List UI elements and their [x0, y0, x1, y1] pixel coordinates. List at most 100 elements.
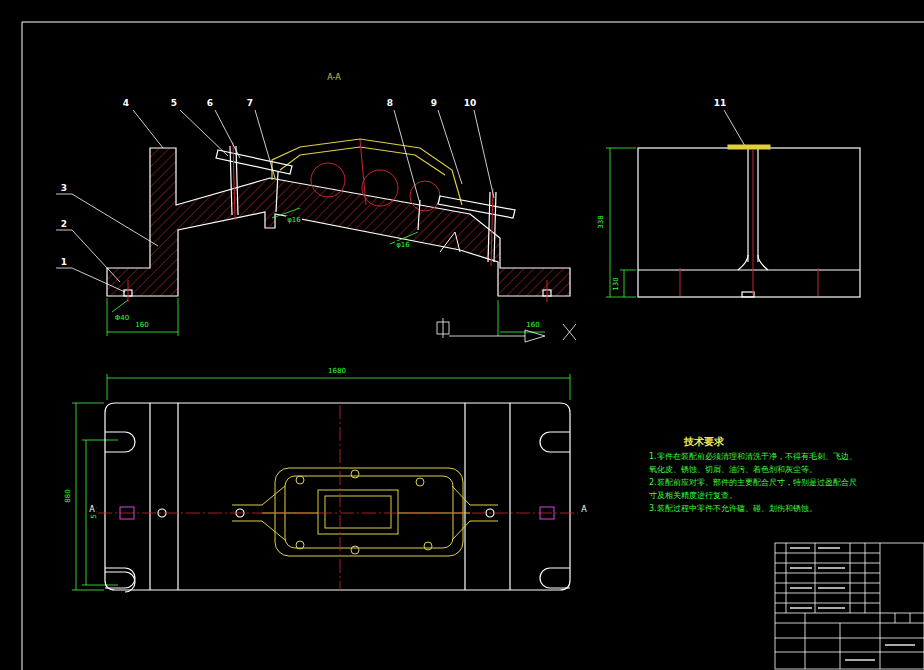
side-view-details [680, 150, 818, 296]
title-block-part-part [790, 587, 812, 589]
dimension-text: 130 [612, 276, 620, 291]
dimension-text: φ16 [286, 216, 302, 224]
callout-number: 6 [206, 98, 214, 108]
leader-lines-part [56, 194, 158, 246]
title-block-part [840, 623, 841, 669]
title-block-part-part [845, 659, 875, 661]
title-block-part [895, 613, 896, 623]
bearing-bores-part [362, 170, 398, 206]
title-block-part [790, 548, 915, 660]
side-view-part [638, 269, 860, 270]
workpiece-plan-part [318, 490, 398, 534]
bearing-bores-part [360, 140, 366, 205]
side-view-details-part [680, 268, 681, 296]
title-block-part [775, 583, 880, 584]
leader-lines-part [474, 110, 494, 198]
base-plate-plan-part [540, 432, 570, 452]
side-view-details-part [753, 150, 754, 295]
leader-lines-part [255, 110, 275, 178]
bolt-centerlines-part [491, 188, 493, 266]
datum-symbols-part [563, 324, 576, 340]
base-section [107, 148, 570, 296]
side-view-part [742, 292, 754, 297]
dimension-text: Φ40 [114, 314, 130, 322]
leader-lines-part [180, 110, 228, 156]
dimension-lines-part [178, 298, 179, 336]
base-plate-plan-part [177, 403, 178, 590]
clamp-straps-part [418, 200, 420, 230]
workpiece-plan-part [296, 541, 304, 549]
dimension-text: 160 [525, 321, 540, 329]
workpiece-plan-part [424, 542, 432, 550]
leader-lines-part [724, 110, 745, 146]
base-plate-plan-part [540, 568, 570, 588]
datum-symbols [437, 318, 576, 342]
dimension-text: 880 [64, 488, 72, 503]
datum-symbols-part [443, 318, 444, 338]
base-plate-plan-part [105, 403, 570, 590]
dimension-lines-part [72, 403, 104, 404]
title-block-part [910, 613, 911, 623]
title-block-part-part [818, 587, 845, 589]
title-block-part [775, 652, 924, 653]
callout-number: 1 [60, 257, 68, 267]
clamp-straps-part [276, 172, 278, 212]
note-line: 氧化皮、锈蚀、切屑、油污、着色剂和灰尘等。 [648, 465, 818, 474]
dimension-lines-part [606, 148, 636, 149]
sheet-border-part [22, 22, 23, 670]
section-markers-part [540, 507, 554, 519]
title-block-part [775, 563, 880, 564]
callout-number: 5 [170, 98, 178, 108]
notes-heading: 技术要求 [683, 436, 725, 448]
top-plate [728, 145, 770, 149]
dimension-text: 338 [597, 214, 605, 229]
datum-symbols-part [449, 336, 525, 337]
base-plate-plan [105, 403, 570, 592]
clamp-straps-part [216, 150, 292, 174]
base-section-part [107, 148, 570, 296]
callout-number: 4 [122, 98, 130, 108]
title-block-part [880, 543, 881, 669]
section-markers [120, 507, 554, 519]
bolt-centerlines-part [128, 280, 129, 302]
base-plate-plan-part [105, 572, 135, 592]
title-block-part [775, 613, 924, 614]
section-mark: A [88, 505, 95, 514]
workpiece-housing-part [272, 139, 462, 205]
dimension-lines-part [72, 590, 104, 591]
section-markers-part [120, 507, 134, 519]
base-plate-plan-part [149, 403, 150, 590]
dimension-lines-part [82, 440, 118, 441]
dimension-text: 160 [134, 321, 149, 329]
dimension-lines-part [500, 332, 545, 333]
plan-centerlines [98, 405, 578, 590]
leader-lines-part [56, 268, 125, 292]
note-line: 1.零件在装配前必须清理和清洗干净，不得有毛刺、飞边、 [648, 452, 858, 461]
workpiece-plan [232, 468, 498, 556]
leader-lines-part [133, 110, 163, 148]
workpiece-housing [272, 139, 462, 205]
title-block-part-part [790, 567, 812, 569]
section-mark: A [580, 505, 587, 514]
title-block-part [865, 543, 866, 613]
plan-centerlines-part [98, 513, 578, 514]
title-block-part-part [818, 607, 845, 609]
title-block-part [775, 623, 924, 624]
leader-lines [56, 110, 745, 292]
dimension-lines-part [498, 300, 499, 336]
title-block [775, 543, 924, 669]
bearing-bores [311, 140, 440, 211]
clamp-straps-part [438, 196, 515, 218]
datum-symbols-part [525, 330, 545, 342]
dimension-lines-part [620, 270, 636, 271]
bolt-centerlines [128, 142, 547, 302]
dimension-lines-part [76, 403, 77, 590]
title-block-part-part [818, 547, 840, 549]
bolt-centerlines-part [233, 142, 235, 220]
leader-lines-part [215, 110, 240, 158]
title-block-part [815, 543, 816, 613]
sheet-border [22, 22, 924, 670]
callout-number: 8 [386, 98, 394, 108]
base-section-part [440, 232, 455, 252]
title-block-part-part [818, 567, 845, 569]
